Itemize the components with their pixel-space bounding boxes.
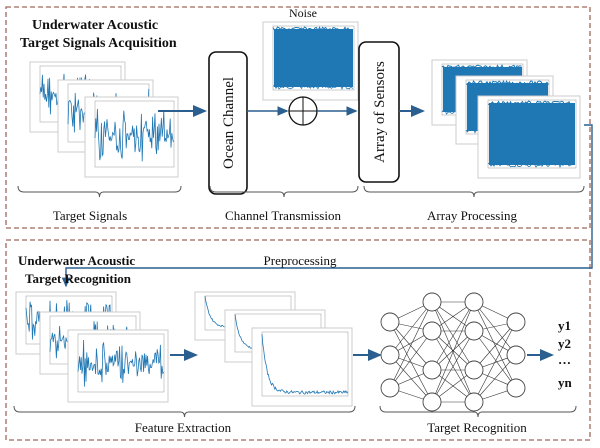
neuron <box>464 321 484 341</box>
neuron <box>506 378 526 398</box>
brace <box>209 185 359 198</box>
array-of-sensors-label: Array of Sensors <box>372 61 388 163</box>
neuron <box>380 345 400 365</box>
output-y2: y2 <box>558 336 571 351</box>
output-y1: y1 <box>558 318 571 333</box>
stage-feature-extraction: Feature Extraction <box>135 420 232 435</box>
ocean-channel-label: Ocean Channel <box>221 77 237 169</box>
acquisition-title-line2: Target Signals Acquisition <box>20 36 177 51</box>
output-ellipsis: … <box>558 352 571 367</box>
neural-network <box>380 292 526 412</box>
neuron <box>464 360 484 380</box>
acquisition-title-line1: Underwater Acoustic <box>32 18 158 33</box>
acquisition-panel <box>5 6 591 229</box>
neuron <box>464 292 484 312</box>
stage-channel-transmission: Channel Transmission <box>225 208 341 223</box>
neuron <box>380 378 400 398</box>
feature-signal-plot <box>67 329 169 403</box>
recognition-panel <box>5 239 591 441</box>
preprocessing-connector <box>61 124 593 288</box>
array-signal-plot <box>477 95 581 179</box>
brace <box>379 405 577 418</box>
ocean-channel-box <box>208 51 248 195</box>
noise-plot <box>262 21 359 101</box>
brace <box>13 405 356 418</box>
stage-target-signals: Target Signals <box>53 208 127 223</box>
neuron <box>422 392 442 412</box>
neuron <box>422 360 442 380</box>
neuron <box>422 321 442 341</box>
neuron <box>422 292 442 312</box>
recognition-title-line2: Target Recognition <box>25 271 132 286</box>
neuron <box>380 312 400 332</box>
brace <box>17 185 182 198</box>
recognition-title-line1: Underwater Acoustic <box>18 253 135 268</box>
neuron <box>506 345 526 365</box>
neuron <box>464 392 484 412</box>
sum-icon <box>288 96 318 126</box>
output-yn: yn <box>558 375 573 390</box>
stage-array-processing: Array Processing <box>427 208 517 223</box>
noise-label: Noise <box>289 6 317 20</box>
target-signal-plot <box>84 96 179 178</box>
spectrum-plot <box>251 327 353 407</box>
brace <box>363 185 585 198</box>
neuron <box>506 312 526 332</box>
preprocessing-label: Preprocessing <box>264 253 337 268</box>
stage-target-recognition: Target Recognition <box>427 420 527 435</box>
